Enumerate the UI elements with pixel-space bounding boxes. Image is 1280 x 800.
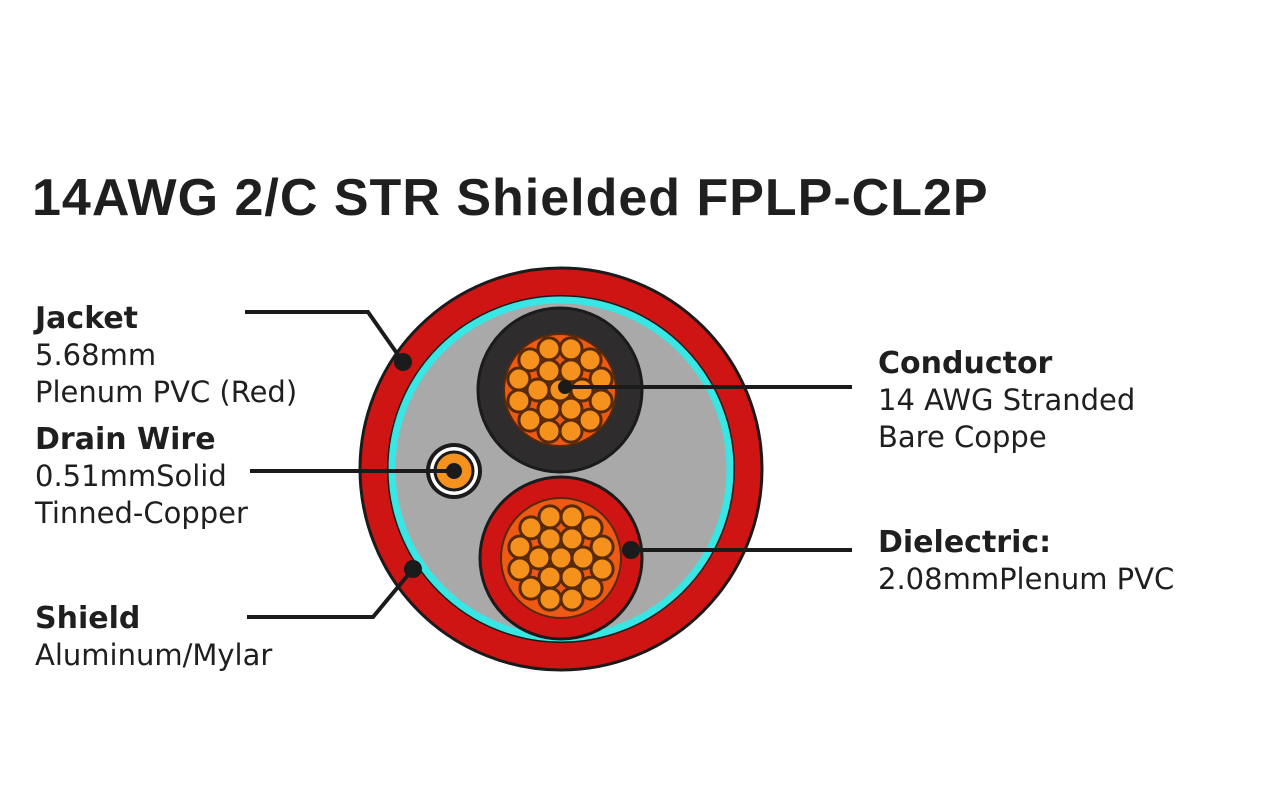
label-drain-wire-material: Tinned-Copper [35, 496, 248, 530]
leader-dot-jacket [394, 353, 412, 371]
label-conductor-material: Bare Coppe [878, 420, 1047, 454]
page-title: 14AWG 2/C STR Shielded FPLP-CL2P [32, 169, 989, 227]
label-jacket: Jacket 5.68mm Plenum PVC (Red) [35, 300, 297, 411]
label-drain-wire-heading: Drain Wire [35, 422, 216, 457]
label-shield-heading: Shield [35, 601, 141, 636]
leader-line-jacket [245, 310, 405, 364]
label-conductor-size: 14 AWG Stranded [878, 383, 1136, 417]
label-dielectric-heading: Dielectric: [878, 525, 1052, 560]
label-dielectric: Dielectric: 2.08mmPlenum PVC [878, 524, 1174, 598]
label-drain-wire: Drain Wire 0.51mmSolid Tinned-Copper [35, 421, 248, 532]
label-shield: Shield Aluminum/Mylar [35, 600, 272, 674]
label-conductor: Conductor 14 AWG Stranded Bare Coppe [878, 345, 1135, 456]
label-conductor-heading: Conductor [878, 346, 1053, 381]
leader-dot-shield [404, 560, 422, 578]
label-dielectric-size: 2.08mmPlenum PVC [878, 562, 1175, 596]
leader-dot-conductor [558, 380, 572, 394]
leader-line-shield [247, 567, 415, 619]
label-jacket-size: 5.68mm [35, 338, 157, 372]
conductor-bottom-strands [507, 504, 615, 612]
label-shield-material: Aluminum/Mylar [35, 638, 273, 672]
leader-dot-dielectric [622, 541, 640, 559]
label-drain-wire-size: 0.51mmSolid [35, 459, 227, 493]
label-jacket-material: Plenum PVC (Red) [35, 375, 298, 409]
leader-lines [245, 310, 852, 619]
label-jacket-heading: Jacket [35, 301, 139, 336]
conductor-bottom [478, 475, 644, 641]
